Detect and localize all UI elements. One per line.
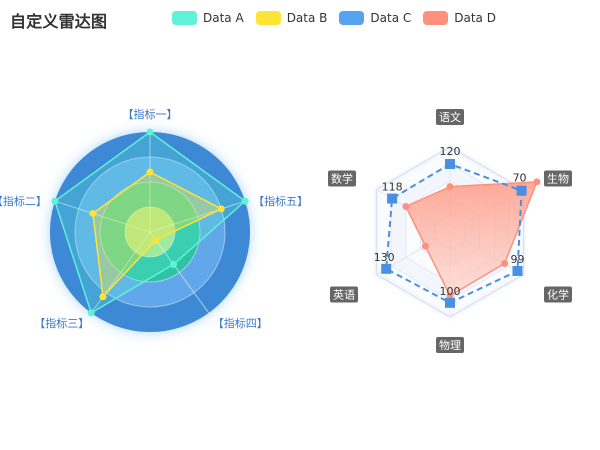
radar-left-point-data-b-3	[99, 293, 107, 301]
radar-left-point-data-a-1	[146, 128, 154, 136]
radar-right-point-data-c-6	[516, 185, 527, 196]
radar-right-point-data-d-4	[446, 292, 454, 300]
radar-left-point-data-b-5	[217, 205, 225, 213]
radar-right-point-data-d-2	[402, 203, 410, 210]
radar-left-point-data-a-4	[170, 260, 178, 268]
radar-left-indicator-label-3: 【指标三】	[34, 316, 89, 330]
radar-right-indicator-box-4	[436, 337, 464, 353]
radar-right-point-data-c-1	[445, 159, 455, 169]
radar-left-indicator-label-1: 【指标一】	[123, 107, 178, 121]
legend-label-data-b: Data B	[286, 11, 328, 25]
legend-label-data-c: Data C	[370, 11, 412, 25]
radar-right-indicator-box-2	[327, 170, 356, 187]
legend-swatch-data-b	[255, 11, 281, 25]
radar-right-indicator-box-3	[329, 286, 358, 303]
radar-right-value-label-4: 100	[440, 285, 461, 298]
radar-right-indicator-label-2: 数学	[331, 172, 353, 186]
radar-left-area-data-a	[54, 131, 247, 315]
legend-label-data-a: Data A	[203, 11, 244, 25]
legend-swatch-data-c	[339, 11, 365, 25]
legend-item-data-d[interactable]: Data D	[423, 11, 496, 25]
radar-right-value-label-6: 70	[513, 172, 527, 185]
radar-right-point-data-d-6	[533, 178, 541, 186]
radar-left-point-data-b-4	[152, 236, 160, 244]
legend-item-data-a[interactable]: Data A	[172, 11, 244, 25]
radar-right-point-data-c-3	[381, 263, 392, 274]
radar-right-indicator-label-6: 生物	[547, 172, 569, 186]
radar-right-indicator-label-1: 语文	[439, 110, 461, 124]
chart-title: 自定义雷达图	[10, 12, 108, 31]
legend-item-data-b[interactable]: Data B	[255, 11, 328, 25]
radar-right-point-data-c-2	[387, 193, 398, 204]
radar-left-axis-4	[149, 231, 210, 314]
radar-right-point-data-c-5	[512, 265, 523, 276]
legend-swatch-data-d	[423, 11, 449, 25]
radar-left-point-data-a-2	[51, 197, 59, 205]
legend-item-data-c[interactable]: Data C	[339, 11, 411, 25]
radar-right-point-data-d-3	[421, 242, 429, 250]
radar-chart-left: 【指标一】【指标二】【指标三】 【指标四】 【指标五】	[0, 107, 308, 332]
radar-left-indicator-label-5: 【指标五】	[253, 194, 308, 208]
radar-right-point-data-c-4	[445, 297, 455, 308]
radar-left-point-data-a-3	[87, 309, 95, 317]
radar-right-point-data-d-5	[501, 259, 509, 267]
radar-left-indicator-label-4: 【指标四】	[213, 316, 268, 330]
radar-right-indicator-box-6	[544, 170, 573, 187]
radar-right-indicator-label-3: 英语	[333, 288, 355, 302]
radar-right-value-label-2: 118	[382, 181, 403, 194]
radar-right-indicator-label-5: 化学	[547, 288, 569, 302]
legend-label-data-d: Data D	[454, 11, 496, 25]
radar-left-axis-5	[149, 200, 246, 233]
radar-left-point-data-b-1	[146, 168, 154, 176]
legend: Data A Data B Data C Data D	[172, 10, 496, 26]
legend-swatch-data-a	[172, 11, 197, 25]
radar-left-indicator-label-2: 【指标二】	[0, 194, 47, 208]
radar-left-point-data-b-2	[89, 209, 97, 217]
radar-left-area-data-b	[92, 171, 224, 299]
radar-left-axis-2	[54, 200, 151, 233]
radar-right-value-label-1: 120	[440, 145, 461, 158]
radar-right-indicator-box-1	[436, 109, 464, 125]
radar-left-point-data-a-5	[241, 197, 249, 205]
radar-right-indicator-label-4: 物理	[439, 338, 461, 352]
radar-right-value-label-5: 99	[510, 253, 524, 266]
radar-right-point-data-d-1	[446, 183, 454, 191]
radar-right-indicator-box-5	[544, 286, 573, 303]
radar-right-value-label-3: 130	[374, 251, 395, 264]
